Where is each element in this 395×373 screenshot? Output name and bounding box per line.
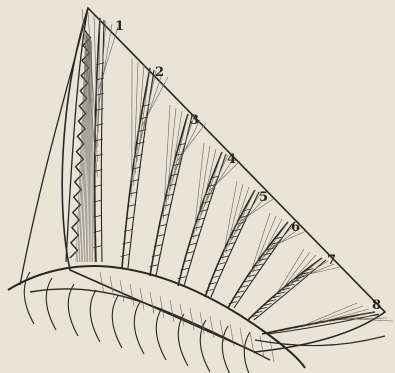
- ray-label-1: 1: [115, 19, 124, 34]
- ray-label-5: 5: [259, 190, 268, 205]
- ray-label-8: 8: [372, 298, 381, 313]
- ray-label-6: 6: [291, 220, 300, 235]
- ray-label-4: 4: [227, 152, 236, 167]
- ray-label-7: 7: [327, 253, 336, 268]
- ray-label-3: 3: [190, 113, 199, 128]
- ray-label-2: 2: [155, 65, 164, 80]
